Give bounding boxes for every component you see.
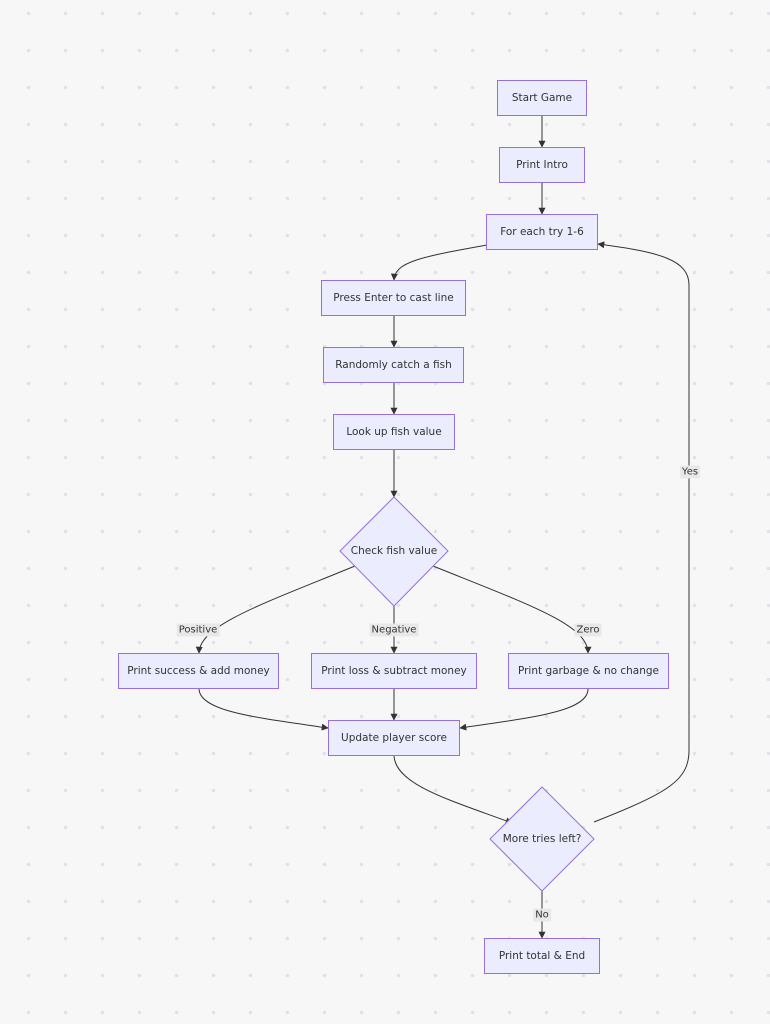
edge-label-positive: Positive — [176, 623, 220, 637]
print-garbage-node: Print garbage & no change — [508, 653, 669, 689]
edge-label-yes: Yes — [679, 465, 701, 479]
print-total-end-node: Print total & End — [484, 938, 600, 974]
edge-label-negative: Negative — [369, 623, 419, 637]
edge-check-to-garbage — [432, 565, 592, 654]
edge-label-zero: Zero — [574, 623, 602, 637]
print-loss-node: Print loss & subtract money — [311, 653, 477, 689]
more-tries-left-diamond — [489, 786, 595, 892]
press-enter-node: Press Enter to cast line — [321, 280, 466, 316]
edge-success-to-update — [198, 688, 329, 731]
edge-label-no: No — [533, 908, 551, 922]
check-fish-value-diamond — [339, 496, 449, 607]
start-game-node: Start Game — [497, 80, 587, 116]
edge-check-to-success — [195, 565, 356, 654]
more-tries-left-label: More tries left? — [502, 833, 582, 845]
print-success-node: Print success & add money — [118, 653, 279, 689]
check-fish-value-label: Check fish value — [350, 545, 438, 557]
look-up-value-node: Look up fish value — [333, 414, 455, 450]
edge-garbage-to-update — [459, 688, 589, 731]
update-score-node: Update player score — [328, 720, 460, 756]
edge-update-to-more-tries — [393, 755, 513, 825]
edge-loop-to-press-enter — [390, 244, 488, 281]
for-each-try-node: For each try 1-6 — [486, 214, 598, 250]
print-intro-node: Print Intro — [499, 147, 585, 183]
edge-more-tries-yes-loop — [593, 241, 690, 823]
randomly-catch-node: Randomly catch a fish — [323, 347, 464, 383]
